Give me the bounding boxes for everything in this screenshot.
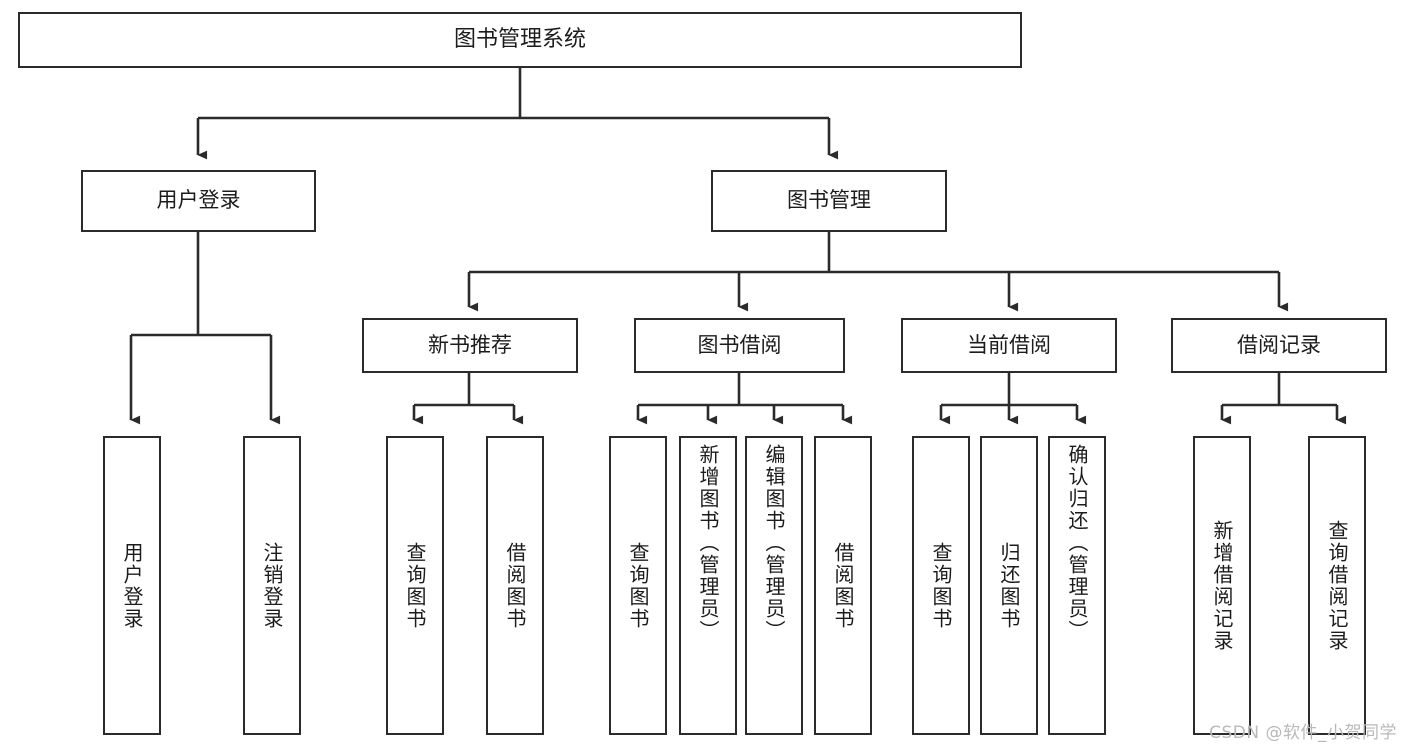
leaf-query-book-current[interactable]: 查询图书	[912, 436, 970, 735]
leaf-edit-book-admin[interactable]: 编辑图书（管理员）	[745, 436, 803, 735]
node-label: 图书管理	[787, 188, 871, 213]
node-book-borrow[interactable]: 图书借阅	[634, 318, 845, 373]
node-book-management[interactable]: 图书管理	[711, 170, 947, 232]
node-user-login[interactable]: 用户登录	[81, 170, 316, 232]
leaf-query-book-recommend[interactable]: 查询图书	[386, 436, 444, 735]
node-label: 归还图书	[997, 541, 1021, 630]
node-label: 当前借阅	[967, 332, 1051, 357]
node-label: 查询图书	[929, 541, 953, 630]
watermark: CSDN @软件_小贺同学	[1209, 723, 1397, 743]
node-label: 新增图书（管理员）	[696, 444, 720, 642]
node-label: 新书推荐	[428, 332, 512, 357]
node-root-book-management-system[interactable]: 图书管理系统	[18, 12, 1022, 68]
leaf-query-book-borrow[interactable]: 查询图书	[609, 436, 667, 735]
leaf-add-book-admin[interactable]: 新增图书（管理员）	[679, 436, 737, 735]
node-label: 新增借阅记录	[1210, 519, 1234, 652]
node-label: 编辑图书（管理员）	[762, 444, 786, 642]
node-label: 图书借阅	[697, 332, 782, 357]
node-current-borrow[interactable]: 当前借阅	[901, 318, 1117, 373]
node-label: 用户登录	[120, 541, 144, 630]
node-label: 借阅图书	[503, 541, 527, 630]
node-label: 注销登录	[260, 541, 284, 630]
leaf-user-login[interactable]: 用户登录	[103, 436, 161, 735]
leaf-return-book[interactable]: 归还图书	[980, 436, 1038, 735]
node-label: 图书管理系统	[453, 26, 586, 52]
node-label: 查询图书	[626, 541, 650, 630]
node-label: 确认归还（管理员）	[1065, 444, 1089, 642]
node-new-book-recommend[interactable]: 新书推荐	[362, 318, 578, 373]
leaf-query-borrow-record[interactable]: 查询借阅记录	[1308, 436, 1366, 735]
leaf-confirm-return-admin[interactable]: 确认归还（管理员）	[1048, 436, 1106, 735]
node-label: 用户登录	[156, 188, 241, 213]
leaf-add-borrow-record[interactable]: 新增借阅记录	[1193, 436, 1251, 735]
node-label: 查询借阅记录	[1325, 519, 1349, 652]
node-borrow-record[interactable]: 借阅记录	[1171, 318, 1387, 373]
node-label: 借阅图书	[831, 541, 855, 630]
leaf-borrow-book-recommend[interactable]: 借阅图书	[486, 436, 544, 735]
leaf-borrow-book[interactable]: 借阅图书	[814, 436, 872, 735]
node-label: 借阅记录	[1237, 332, 1321, 357]
node-label: 查询图书	[403, 541, 427, 630]
leaf-logout-login[interactable]: 注销登录	[243, 436, 301, 735]
